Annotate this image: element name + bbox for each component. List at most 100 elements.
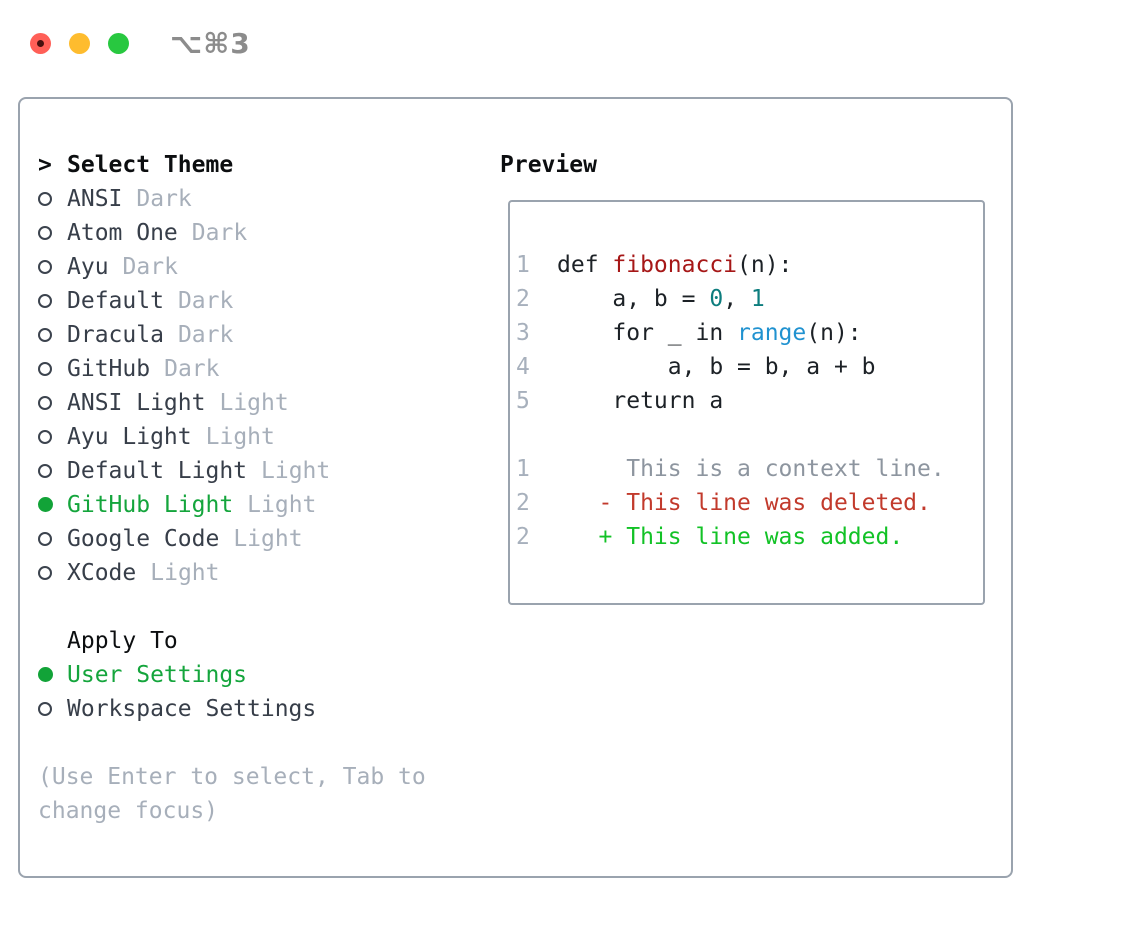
theme-variant: Dark	[136, 186, 192, 212]
line-number: 2	[516, 286, 530, 312]
radio-icon	[38, 692, 67, 726]
radio-icon	[38, 386, 67, 420]
theme-item-google-code[interactable]: Google Code Light	[38, 522, 442, 556]
theme-variant: Dark	[164, 356, 220, 382]
theme-variant: Dark	[177, 288, 234, 314]
theme-variant: Dark	[177, 322, 234, 348]
code-token: 0	[709, 286, 724, 312]
line-number: 5	[516, 388, 530, 414]
theme-name: Atom One	[67, 220, 178, 246]
radio-unselected-icon	[38, 362, 52, 376]
theme-variant: Light	[261, 458, 331, 484]
radio-selected-icon	[38, 667, 53, 682]
titlebar: ⌥⌘3	[30, 27, 251, 60]
code-token: return a	[557, 388, 724, 414]
code-token: fibonacci	[612, 252, 738, 278]
radio-selected-icon	[38, 497, 53, 512]
line-number: 4	[516, 354, 530, 380]
radio-icon	[38, 284, 67, 318]
unsaved-dot-icon	[37, 40, 44, 47]
radio-icon	[38, 556, 67, 590]
code-token: ,	[723, 286, 751, 312]
code-line: 2 + This line was added.	[516, 520, 983, 554]
radio-icon	[38, 658, 67, 692]
code-token: for _ in	[557, 320, 738, 346]
theme-variant: Dark	[191, 220, 248, 246]
theme-name: ANSI Light	[67, 390, 206, 416]
radio-unselected-icon	[38, 532, 52, 546]
code-line: 3 for _ in range(n):	[516, 316, 983, 350]
radio-unselected-icon	[38, 430, 52, 444]
radio-unselected-icon	[38, 328, 52, 342]
theme-item-default[interactable]: Default Dark	[38, 284, 442, 318]
theme-name: Default	[67, 288, 164, 314]
theme-item-xcode[interactable]: XCode Light	[38, 556, 442, 590]
radio-icon	[38, 488, 67, 522]
theme-name: Default Light	[67, 458, 248, 484]
code-token: range	[737, 320, 807, 346]
spacer	[38, 726, 442, 760]
theme-name: Google Code	[67, 526, 220, 552]
apply-item-user-settings[interactable]: User Settings	[38, 658, 442, 692]
preview-title: Preview	[500, 152, 597, 178]
radio-unselected-icon	[38, 396, 52, 410]
radio-icon	[38, 352, 67, 386]
radio-unselected-icon	[38, 260, 52, 274]
code-token: + This line was added.	[557, 524, 904, 550]
theme-item-ansi[interactable]: ANSI Dark	[38, 182, 442, 216]
prompt-caret-icon: >	[38, 152, 52, 178]
theme-name: Ayu	[67, 254, 109, 280]
theme-item-github-light[interactable]: GitHub Light Light	[38, 488, 442, 522]
close-button[interactable]	[30, 33, 51, 54]
apply-target-name: User Settings	[67, 662, 248, 688]
radio-icon	[38, 182, 67, 216]
minimize-button[interactable]	[69, 33, 90, 54]
radio-icon	[38, 420, 67, 454]
radio-unselected-icon	[38, 702, 52, 716]
theme-name: XCode	[67, 560, 137, 586]
radio-icon	[38, 522, 67, 556]
apply-item-workspace-settings[interactable]: Workspace Settings	[38, 692, 442, 726]
code-token: 1	[750, 286, 765, 312]
theme-variant: Light	[247, 492, 317, 518]
line-number: 1	[516, 252, 530, 278]
radio-unselected-icon	[38, 566, 52, 580]
code-token: (n):	[806, 320, 862, 346]
radio-unselected-icon	[38, 294, 52, 308]
theme-variant: Light	[150, 560, 220, 586]
line-number: 2	[516, 490, 530, 516]
code-line: 2 - This line was deleted.	[516, 486, 983, 520]
theme-variant: Dark	[122, 254, 178, 280]
code-token: (n):	[737, 252, 793, 278]
theme-name: GitHub Light	[67, 492, 234, 518]
radio-icon	[38, 250, 67, 284]
theme-item-atom-one[interactable]: Atom One Dark	[38, 216, 442, 250]
theme-item-ayu[interactable]: Ayu Dark	[38, 250, 442, 284]
code-token: - This line was deleted.	[557, 490, 931, 516]
theme-name: ANSI	[67, 186, 123, 212]
code-token: a, b =	[557, 286, 710, 312]
theme-variant: Light	[219, 390, 289, 416]
line-number: 1	[516, 456, 530, 482]
code-token: This is a context line.	[557, 456, 945, 482]
theme-item-ansi-light[interactable]: ANSI Light Light	[38, 386, 442, 420]
radio-unselected-icon	[38, 226, 52, 240]
theme-item-default-light[interactable]: Default Light Light	[38, 454, 442, 488]
theme-variant: Light	[233, 526, 303, 552]
apply-target-name: Workspace Settings	[67, 696, 317, 722]
code-line: 2 a, b = 0, 1	[516, 282, 983, 316]
zoom-button[interactable]	[108, 33, 129, 54]
theme-name: Ayu Light	[67, 424, 192, 450]
select-theme-title: Select Theme	[67, 152, 234, 178]
code-line: 1 This is a context line.	[516, 452, 983, 486]
